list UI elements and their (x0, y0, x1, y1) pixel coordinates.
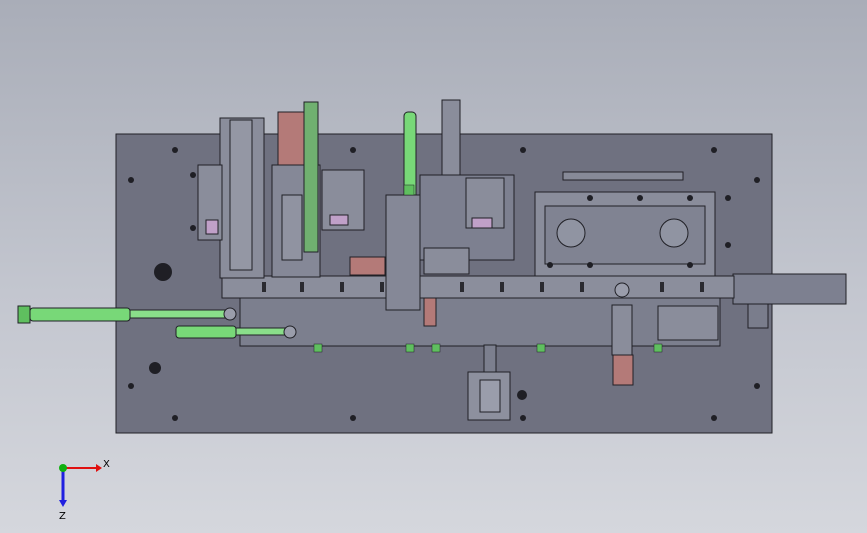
copper-block-center (349, 256, 386, 276)
fastener-hole (725, 195, 731, 201)
long-cylinder-cap (17, 305, 31, 324)
left-tower-inner (229, 119, 253, 271)
fastener-hole (725, 242, 731, 248)
green-fittings (313, 184, 663, 353)
conveyor-pulley (614, 282, 630, 298)
center-left-column (281, 194, 303, 261)
fastener-hole (350, 415, 356, 421)
plate-fastener-holes (128, 147, 760, 421)
z-axis-label: Z (59, 511, 66, 522)
bore-left (556, 218, 586, 248)
right-cylinder-block (657, 305, 719, 341)
fitting (403, 184, 415, 196)
conveyor-tick (300, 282, 304, 292)
fitting (313, 343, 323, 353)
fastener-hole (520, 415, 526, 421)
fastener-hole (172, 147, 178, 153)
top-right-strip (562, 171, 684, 181)
fastener-hole (687, 262, 693, 268)
fastener-hole (711, 415, 717, 421)
conveyor-tick (700, 282, 704, 292)
right-center-slot (471, 217, 493, 229)
fitting (405, 343, 415, 353)
fastener-hole (637, 195, 643, 201)
x-axis-head (96, 464, 102, 472)
right-extension-rail (732, 273, 847, 305)
conveyor-tick (262, 282, 266, 292)
right-rail-bracket (747, 303, 769, 329)
fastener-hole (754, 383, 760, 389)
fastener-hole (547, 262, 553, 268)
conveyor-tick (340, 282, 344, 292)
conveyor-tick (380, 282, 384, 292)
y-axis-marker (59, 464, 67, 472)
fastener-hole (190, 225, 196, 231)
conveyor-tick (660, 282, 664, 292)
lower-conveyor-rail (239, 297, 721, 347)
conveyor-details (262, 282, 704, 292)
right-tower-lower (611, 304, 633, 356)
conveyor-tick (500, 282, 504, 292)
conveyor-tick (580, 282, 584, 292)
fastener-hole (711, 147, 717, 153)
long-cylinder-clevis (223, 307, 237, 321)
fitting (653, 343, 663, 353)
mid-connector (423, 247, 470, 275)
middle-frame (385, 194, 421, 311)
fastener-hole (149, 362, 161, 374)
copper-lower-left (423, 297, 437, 327)
fastener-hole (190, 172, 196, 178)
fastener-hole (520, 147, 526, 153)
x-axis-label: X (103, 459, 110, 470)
left-slot (205, 219, 219, 235)
fastener-hole (587, 195, 593, 201)
fastener-hole (687, 195, 693, 201)
conveyor-tick (460, 282, 464, 292)
large-mounting-hole (154, 263, 172, 281)
fitting (536, 343, 546, 353)
center-slot (329, 214, 349, 226)
fastener-hole (754, 177, 760, 183)
fastener-hole (587, 262, 593, 268)
green-rail-vertical (303, 101, 319, 253)
conveyor-tick (540, 282, 544, 292)
fitting (431, 343, 441, 353)
z-axis-head (59, 500, 67, 507)
fastener-hole (350, 147, 356, 153)
fastener-hole (517, 390, 527, 400)
bore-right (659, 218, 689, 248)
fastener-hole (172, 415, 178, 421)
gripper-inner (479, 379, 501, 413)
fastener-hole (128, 177, 134, 183)
short-cylinder-clevis (283, 325, 297, 339)
fastener-hole (128, 383, 134, 389)
